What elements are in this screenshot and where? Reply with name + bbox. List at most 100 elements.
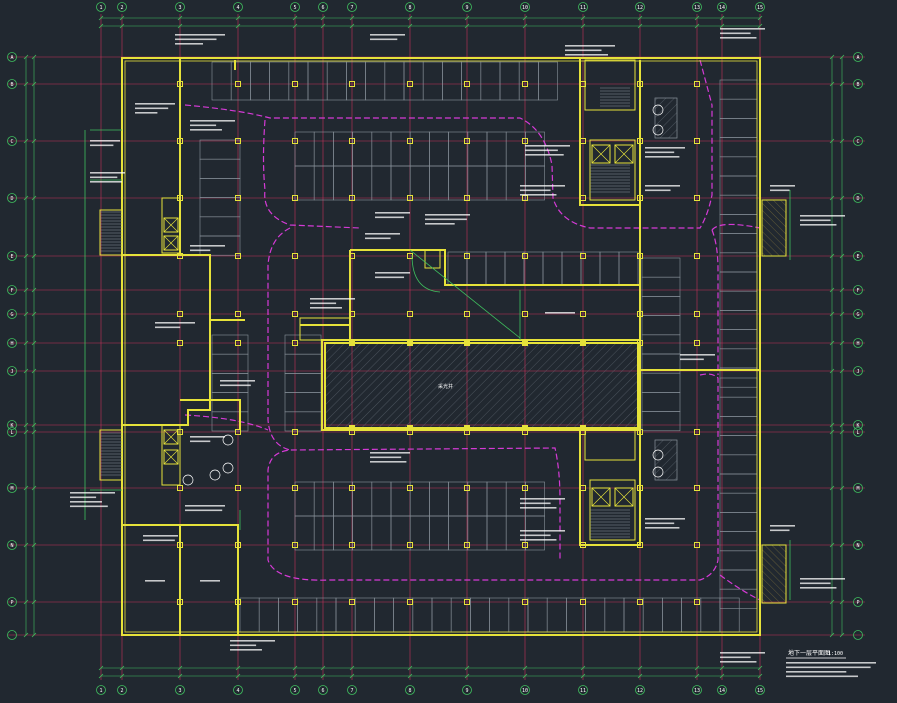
annotation-text-line — [645, 156, 680, 158]
column — [292, 311, 298, 317]
dimension-tick — [829, 485, 835, 491]
annotation-text-line — [190, 120, 235, 122]
dimension-tick — [31, 422, 37, 428]
annotation-text-line — [645, 522, 675, 525]
annotation-text-line — [786, 675, 858, 678]
parking-stall — [525, 515, 545, 551]
ramp-hatch-upper — [761, 199, 787, 257]
dimension-tick — [320, 665, 326, 671]
annotation-text-line — [70, 496, 97, 499]
column — [580, 311, 586, 317]
column — [464, 195, 470, 201]
annotation-text-line — [230, 640, 275, 642]
callout-circle — [222, 462, 234, 474]
annotation-text-line — [375, 212, 410, 214]
annotation-text-line — [520, 507, 557, 509]
column — [292, 138, 298, 144]
column — [292, 81, 298, 87]
annotation-text-line — [800, 219, 831, 222]
grid-bubble-side — [853, 630, 863, 640]
annotation-text-line — [135, 107, 169, 110]
grid-bubble-side — [853, 309, 863, 319]
annotation-text-line — [370, 456, 402, 459]
annotation-text-line — [310, 307, 342, 309]
grid-bubble-top — [717, 2, 727, 12]
grid-label-top: 14 — [719, 5, 725, 11]
dimension-tick — [292, 665, 298, 671]
dimension-tick — [719, 15, 725, 21]
grid-bubble-side — [7, 427, 17, 437]
column — [292, 429, 298, 435]
grid-bubble-side — [7, 366, 17, 376]
column — [580, 253, 586, 259]
column — [522, 311, 528, 317]
column — [694, 599, 700, 605]
dimension-tick — [292, 673, 298, 679]
column — [349, 138, 355, 144]
dimension-tick — [407, 665, 413, 671]
annotation-text-line — [375, 276, 405, 279]
dimension-tick — [407, 23, 413, 29]
grid-label-top: 15 — [757, 688, 763, 694]
column — [349, 599, 355, 605]
grid-label-side: E — [856, 254, 859, 260]
callout-circle — [652, 466, 664, 478]
column — [464, 81, 470, 87]
dimension-tick — [829, 54, 835, 60]
column — [349, 195, 355, 201]
grid-bubble-side — [7, 338, 17, 348]
dimension-tick — [23, 485, 29, 491]
annotation-text-line — [520, 502, 551, 505]
annotation-text-line — [786, 666, 871, 669]
dimension-tick — [349, 23, 355, 29]
dimension-tick — [637, 673, 643, 679]
grid-label-top: 4 — [236, 5, 239, 11]
annotation-text-line — [800, 587, 837, 589]
annotation-text-line — [365, 237, 391, 240]
dimension-tick — [839, 81, 845, 87]
dimension-tick — [839, 195, 845, 201]
grid-bubble-top — [462, 2, 472, 12]
dimension-tick — [320, 15, 326, 21]
annotation-text-line — [425, 223, 455, 225]
grid-bubble-side — [7, 79, 17, 89]
annotation-text-line — [680, 354, 715, 356]
drawing-title: 地下一层平面图 — [788, 649, 830, 657]
ramp-hatch-core-lower — [654, 439, 678, 481]
dimension-tick — [522, 665, 528, 671]
grid-label-top: 2 — [120, 5, 123, 11]
callout-circle — [652, 124, 664, 136]
grid-label-top: 1 — [99, 688, 102, 694]
grid-bubble-side — [853, 338, 863, 348]
dimension-tick — [23, 429, 29, 435]
dimension-tick — [694, 665, 700, 671]
grid-bubble-top — [290, 685, 300, 695]
grid-bubble-top — [635, 2, 645, 12]
dimension-tick — [464, 673, 470, 679]
dimension-tick — [522, 15, 528, 21]
grid-label-top: 12 — [637, 5, 643, 11]
column — [522, 599, 528, 605]
grid-label-top: 11 — [580, 5, 586, 11]
dimension-tick — [829, 422, 835, 428]
annotation-text-line — [175, 34, 225, 36]
dimension-tick — [31, 429, 37, 435]
dimension-tick — [349, 665, 355, 671]
grid-label-top: 7 — [350, 5, 353, 11]
column — [464, 485, 470, 491]
column — [694, 429, 700, 435]
grid-bubble-top — [635, 685, 645, 695]
grid-bubble-top — [462, 685, 472, 695]
dimension-tick — [694, 23, 700, 29]
dimension-tick — [829, 287, 835, 293]
annotation-text-line — [135, 103, 175, 105]
column — [407, 195, 413, 201]
dimension-tick — [839, 287, 845, 293]
column — [177, 340, 183, 346]
grid-bubble-top — [117, 2, 127, 12]
annotation-text-line — [425, 214, 470, 216]
annotation-text-line — [90, 172, 125, 174]
grid-label-side: F — [856, 288, 859, 294]
dimension-tick — [829, 599, 835, 605]
